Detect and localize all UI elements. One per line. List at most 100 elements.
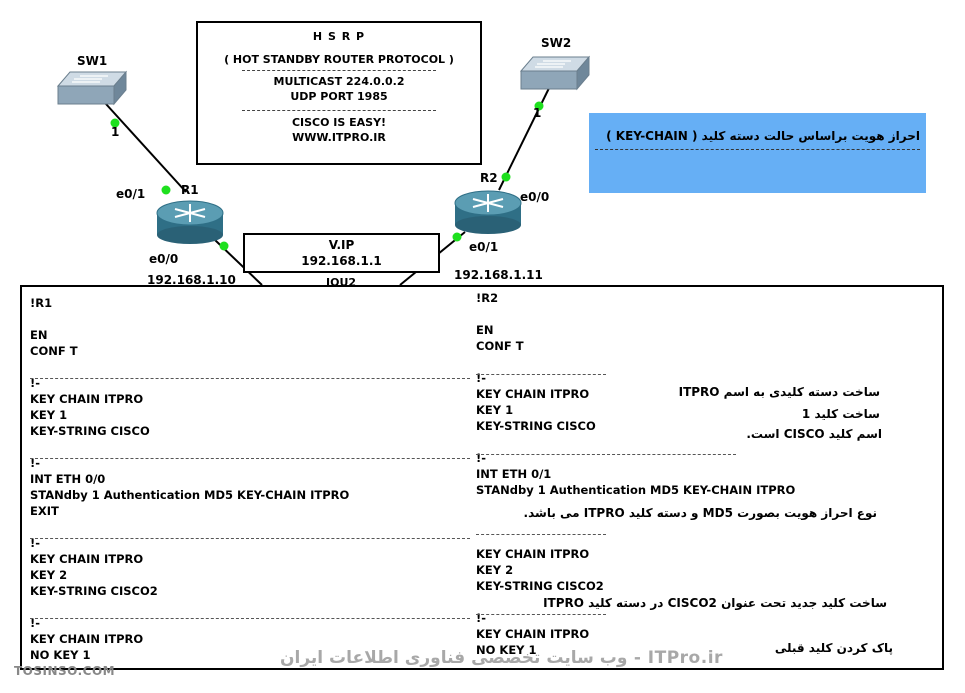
footer-caption: ITPro.ir - وب سایت تخصصی فناوری اطلاعات … [280, 648, 723, 668]
divider [30, 538, 470, 539]
r1-config-line: KEY CHAIN ITPRO [30, 552, 144, 566]
divider [595, 149, 920, 150]
r1-config-line [30, 311, 349, 327]
r1-config-line [30, 599, 349, 615]
hsrp-info-box: H S R P ( HOT STANDBY ROUTER PROTOCOL ) … [196, 21, 482, 165]
keychain-title-box: احراز هویت براساس حالت دسته کلید ( KEY-C… [589, 113, 926, 193]
r1-config-line: KEY CHAIN ITPRO [30, 632, 144, 646]
r1-config-line: !- [30, 456, 41, 470]
r2-config-line: EN [476, 323, 494, 337]
r2-e00-label: e0/0 [520, 190, 550, 204]
r2-icon[interactable] [454, 190, 522, 234]
divider [30, 618, 470, 619]
r2-e01-label: e0/1 [469, 240, 499, 254]
sw2-icon[interactable] [519, 55, 591, 91]
r1-config-line [30, 359, 349, 375]
r2-config-line: !R2 [476, 291, 499, 305]
r2-config-line: !- [476, 611, 487, 625]
hsrp-multicast: MULTICAST 224.0.0.2 [273, 75, 405, 88]
r1-config-line [30, 439, 349, 455]
r1-config-line: NO KEY 1 [30, 648, 91, 662]
sw2-label: SW2 [541, 36, 572, 50]
r1-config-line: EN [30, 328, 48, 342]
r2-config-line: KEY-STRING CISCO [476, 419, 596, 433]
sw1-icon[interactable] [56, 70, 128, 106]
r1-config-line: EXIT [30, 504, 59, 518]
r1-config-line: !- [30, 536, 41, 550]
r1-e01-label: e0/1 [116, 187, 146, 201]
note-remove-key: پاک کردن کلید قبلی [774, 641, 893, 655]
link-sw1-r1 [95, 92, 187, 193]
port-dot [534, 101, 544, 111]
port-dot [501, 172, 511, 182]
r2-config-line: !- [476, 371, 487, 385]
r2-config-line: NO KEY 1 [476, 643, 537, 657]
r2-config-line [476, 306, 795, 322]
r1-icon[interactable] [156, 200, 224, 244]
vip-label: V.IP [328, 238, 355, 252]
r2-config-line: KEY CHAIN ITPRO [476, 547, 590, 561]
note-key2: ساخت کلید جدید تحت عنوان CISCO2 در دسته … [543, 596, 887, 610]
r1-ip-label: 192.168.1.10 [147, 273, 236, 287]
r2-config-line: INT ETH 0/1 [476, 467, 552, 481]
r2-config-column: !R2 EN CONF T !- KEY CHAIN ITPRO KEY 1 K… [476, 290, 795, 658]
hsrp-title: H S R P [312, 30, 366, 43]
port-dot [452, 232, 462, 242]
r1-config-line: KEY-STRING CISCO2 [30, 584, 158, 598]
r2-config-line: KEY 2 [476, 563, 514, 577]
hsrp-site: WWW.ITPRO.IR [292, 131, 386, 144]
r1-e00-label: e0/0 [149, 252, 179, 266]
divider [30, 458, 470, 459]
config-panel: !R1 EN CONF T !- KEY CHAIN ITPRO KEY 1 K… [20, 285, 944, 670]
watermark-logo: TOSINSO.COM [14, 664, 116, 678]
r2-ip-label: 192.168.1.11 [454, 268, 543, 282]
r1-config-column: !R1 EN CONF T !- KEY CHAIN ITPRO KEY 1 K… [30, 295, 349, 663]
link-sw2-r2 [498, 79, 554, 191]
divider [242, 110, 436, 111]
r1-config-line: !- [30, 616, 41, 630]
r1-config-line: !- [30, 376, 41, 390]
r1-config-line: KEY 2 [30, 568, 68, 582]
r1-config-line: KEY 1 [30, 408, 68, 422]
note-key1: ساخت کلید 1 [801, 407, 880, 421]
divider [476, 454, 736, 455]
virtual-ip-box: V.IP 192.168.1.1 [243, 233, 440, 273]
r2-config-line [476, 530, 795, 546]
hsrp-slogan: CISCO IS EASY! [291, 116, 387, 129]
r2-config-line: STANdby 1 Authentication MD5 KEY-CHAIN I… [476, 483, 796, 497]
r1-config-line: CONF T [30, 344, 78, 358]
sw2-port-label: 1 [533, 106, 542, 120]
vip-address: 192.168.1.1 [301, 254, 382, 268]
divider [242, 70, 436, 71]
sw1-port-label: 1 [111, 125, 120, 139]
note-auth-type: نوع احراز هویت بصورت MD5 و دسته کلید ITP… [523, 506, 877, 520]
port-dot [161, 185, 171, 195]
divider [476, 374, 606, 375]
divider [476, 534, 606, 535]
r1-label: R1 [181, 183, 199, 197]
r2-config-line [476, 354, 795, 370]
r2-config-line: CONF T [476, 339, 524, 353]
keychain-title: احراز هویت براساس حالت دسته کلید ( KEY-C… [606, 129, 920, 143]
r2-config-line: KEY-STRING CISCO2 [476, 579, 604, 593]
r1-config-line: KEY CHAIN ITPRO [30, 392, 144, 406]
note-keychain: ساخت دسته کلیدی به اسم ITPRO [678, 385, 880, 399]
r2-config-line: KEY CHAIN ITPRO [476, 627, 590, 641]
r2-label: R2 [480, 171, 498, 185]
r2-config-line: KEY CHAIN ITPRO [476, 387, 590, 401]
r1-config-line [30, 519, 349, 535]
hsrp-udp: UDP PORT 1985 [290, 90, 388, 103]
r2-config-line: !- [476, 451, 487, 465]
r1-config-line: !R1 [30, 296, 53, 310]
divider [30, 378, 470, 379]
r1-config-line: KEY-STRING CISCO [30, 424, 150, 438]
hsrp-subtitle: ( HOT STANDBY ROUTER PROTOCOL ) [224, 53, 454, 66]
r1-config-line: INT ETH 0/0 [30, 472, 106, 486]
sw1-label: SW1 [77, 54, 108, 68]
port-dot [110, 118, 120, 128]
port-dot [219, 241, 229, 251]
note-key-string: اسم کلید CISCO است. [746, 427, 882, 441]
divider [476, 614, 606, 615]
r1-config-line: STANdby 1 Authentication MD5 KEY-CHAIN I… [30, 488, 350, 502]
